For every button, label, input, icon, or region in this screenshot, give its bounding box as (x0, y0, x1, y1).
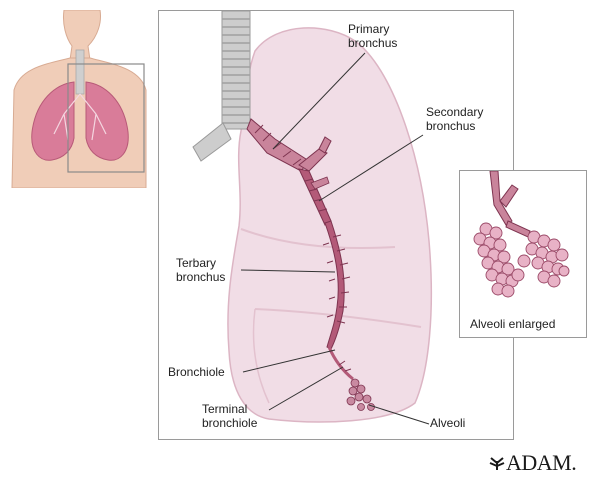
label-primary-bronchus: Primary bronchus (348, 22, 397, 50)
alveoli-enlarged-illustration (460, 171, 588, 339)
leaf-icon (488, 455, 506, 471)
label-alveoli: Alveoli (430, 416, 465, 430)
label-tertiary-bronchus: Terbary bronchus (176, 256, 225, 284)
torso-illustration (6, 10, 152, 188)
adam-logo: ADAM. (488, 452, 576, 474)
logo-text: ADAM. (506, 452, 576, 474)
torso-thumbnail (6, 10, 152, 188)
alveoli-enlarged-inset: Alveoli enlarged (459, 170, 587, 338)
label-terminal-bronchiole: Terminal bronchiole (202, 402, 257, 430)
label-alveoli-enlarged: Alveoli enlarged (470, 317, 555, 331)
label-secondary-bronchus: Secondary bronchus (426, 105, 483, 133)
label-bronchiole: Bronchiole (168, 365, 225, 379)
